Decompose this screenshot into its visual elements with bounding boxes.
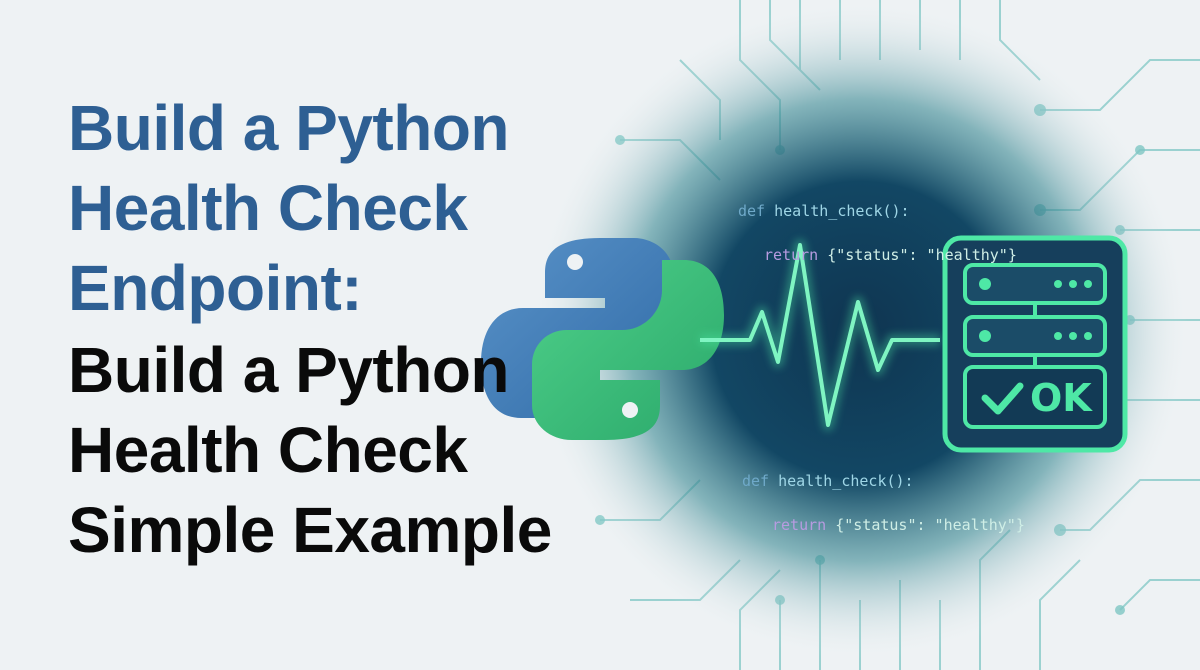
title-blue: Build a Python Health Check Endpoint: <box>68 88 510 328</box>
code-snippet-top: def health_check(): return {"status": "h… <box>738 178 1017 288</box>
title-line: Simple Example <box>68 494 552 566</box>
code-snippet-bottom: def health_check(): return {"status": "h… <box>742 448 1025 558</box>
code-text: health_check(): <box>769 472 914 490</box>
code-keyword: return <box>772 516 827 534</box>
code-text: {"status": "healthy"} <box>826 516 1025 534</box>
code-text: {"status": "healthy"} <box>818 246 1017 264</box>
heartbeat-line <box>700 239 940 431</box>
code-keyword: def <box>742 472 770 490</box>
checkmark-icon <box>981 382 1024 415</box>
code-text: health_check(): <box>765 202 910 220</box>
title-line: Health Check <box>68 414 468 486</box>
code-keyword: return <box>764 246 819 264</box>
title-line: Health Check <box>68 172 468 244</box>
title-line: Endpoint: <box>68 252 363 324</box>
server-status-label: OK <box>1030 376 1092 420</box>
title-line: Build a Python <box>68 334 509 406</box>
python-logo <box>481 238 724 440</box>
server-icon <box>942 235 1128 453</box>
code-keyword: def <box>738 202 766 220</box>
title-line: Build a Python <box>68 92 510 164</box>
title-black: Build a Python Health Check Simple Examp… <box>68 330 552 570</box>
